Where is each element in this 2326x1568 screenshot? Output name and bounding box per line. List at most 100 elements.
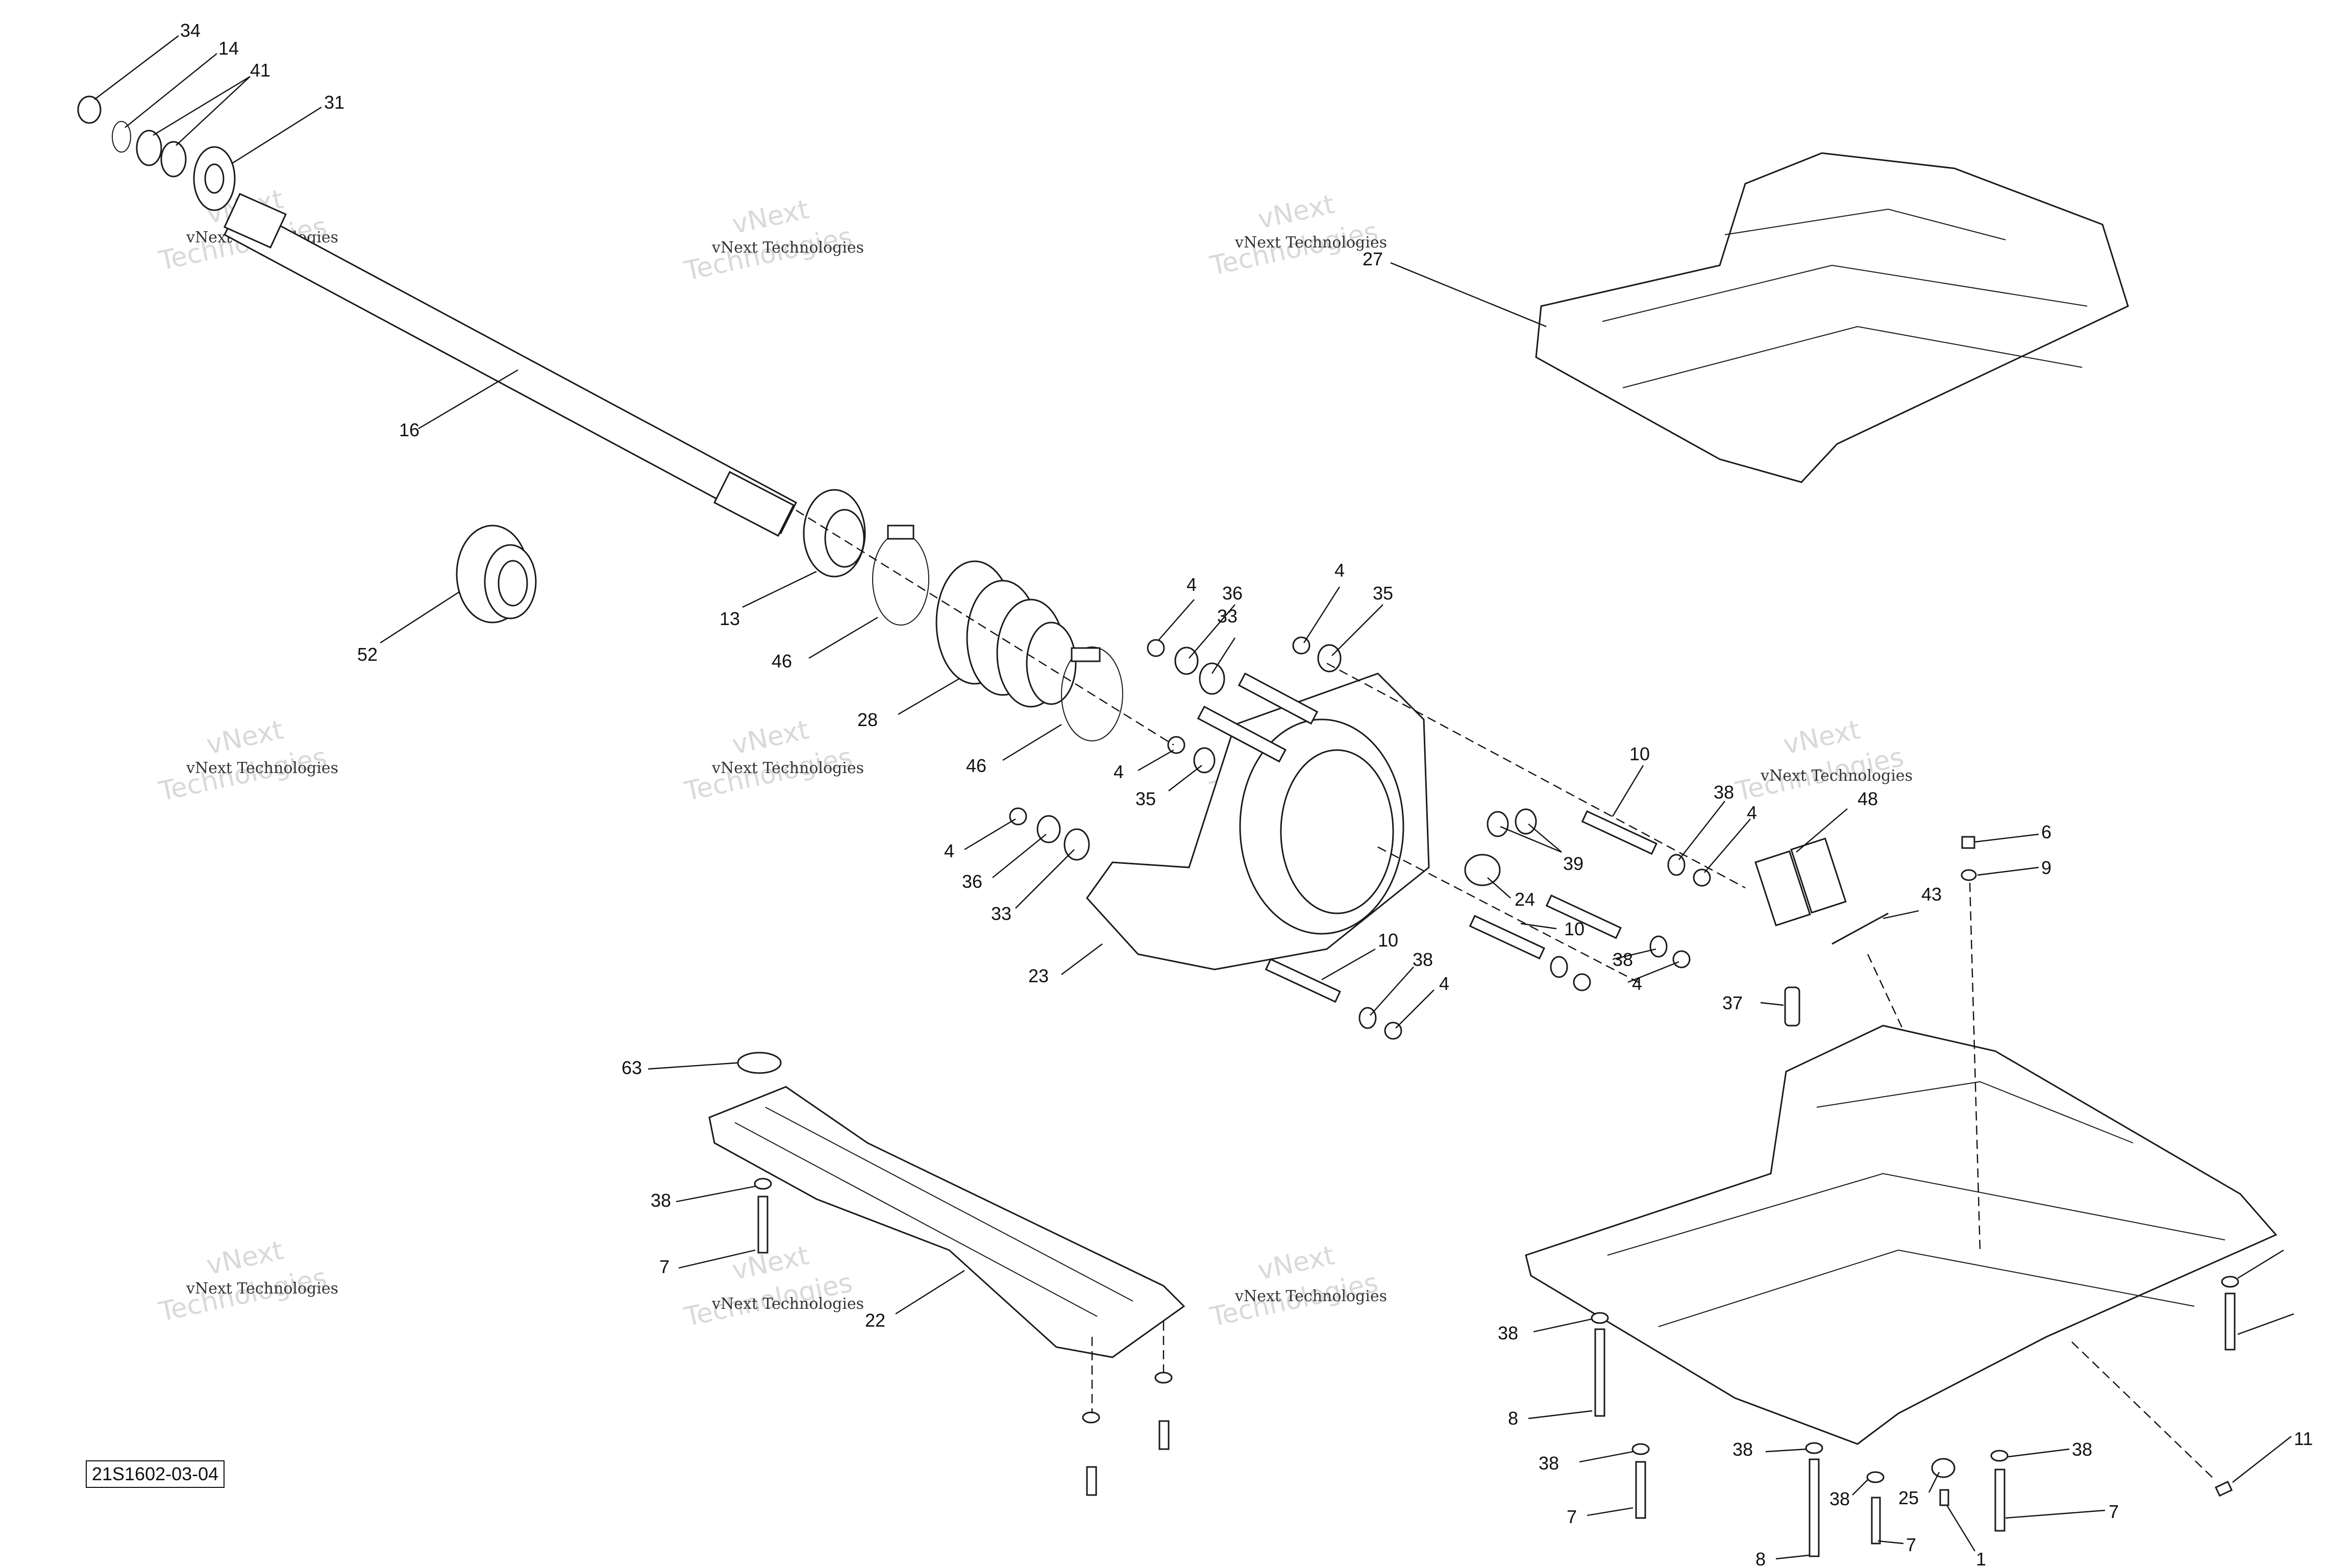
callout-label: 38 <box>2072 1439 2092 1460</box>
callout-label: 4 <box>1113 761 1124 782</box>
plate-24 <box>1464 854 1501 886</box>
leader-line <box>1928 1472 1940 1493</box>
callout-label: 41 <box>250 60 270 81</box>
leader-line <box>898 678 960 715</box>
callout-label: 38 <box>1714 782 1734 803</box>
plate-rib <box>1816 1081 2134 1143</box>
callout-label: 38 <box>651 1190 671 1211</box>
clamp-46a <box>872 533 929 626</box>
leader-line <box>94 35 179 100</box>
watermark: vNext Technologies <box>1207 189 1380 282</box>
callout-label: 38 <box>1413 949 1433 970</box>
washer-38 <box>1358 1007 1377 1029</box>
leader-line <box>1189 604 1235 659</box>
washer-38 <box>1649 935 1668 958</box>
washer <box>1154 1372 1173 1384</box>
cap-63 <box>737 1052 782 1074</box>
leader-line <box>1158 599 1195 641</box>
washer-38 <box>2221 1276 2239 1288</box>
callout-label: 48 <box>1858 788 1878 809</box>
callout-label: 27 <box>1363 248 1383 269</box>
callout-label: 25 <box>1898 1487 1919 1508</box>
bumper-25 <box>1931 1458 1956 1478</box>
boot-and-clamps <box>803 489 1123 741</box>
bolt-8 <box>1594 1328 1605 1417</box>
callout-label: 23 <box>1028 965 1049 986</box>
seal-31-inner <box>204 163 225 194</box>
watermark: vNext Technologies <box>1733 714 1906 807</box>
drive-shaft-assembly <box>77 95 797 537</box>
callout-label: 33 <box>991 903 1011 924</box>
bolt-7 <box>757 1196 769 1254</box>
callout-label: 31 <box>324 92 344 113</box>
callout-label: 7 <box>659 1256 670 1277</box>
leader-line <box>1303 586 1341 643</box>
nut <box>1009 807 1027 826</box>
leader-line <box>992 834 1047 878</box>
support-ring-bore <box>1280 749 1394 914</box>
watermark-text: vNext Technologies <box>186 1280 338 1298</box>
leader-line <box>1946 1505 1976 1552</box>
boot-28-mouth <box>1026 621 1077 705</box>
bolt-10 <box>1469 915 1545 960</box>
leader-line <box>1760 1002 1784 1006</box>
bolt-7 <box>2224 1292 2236 1351</box>
leader-line <box>808 616 878 659</box>
washer-38 <box>1990 1450 2009 1462</box>
leader-line <box>648 1062 738 1070</box>
leader-lines <box>94 35 2294 1560</box>
callout-label: 35 <box>1373 583 1393 604</box>
stud <box>1238 672 1319 725</box>
leader-line <box>1002 724 1062 761</box>
callout-layer: 34 14 41 31 16 52 13 46 28 46 4 36 33 4 … <box>180 20 2313 1568</box>
callout-label: 4 <box>1334 560 1345 581</box>
bolt <box>1158 1420 1170 1450</box>
callout-label: 4 <box>1747 802 1757 823</box>
bolt-10 <box>1265 958 1341 1003</box>
leader-line <box>1974 833 2039 843</box>
washer <box>1193 747 1216 774</box>
assembly-line <box>1326 662 1746 889</box>
leader-line <box>1678 801 1725 860</box>
washer-39 <box>1487 811 1509 837</box>
drawing-reference-label: 21S1602-03-04 <box>86 1460 225 1488</box>
callout-label: 7 <box>1567 1506 1577 1527</box>
callout-label: 24 <box>1515 889 1535 910</box>
clamp-46b <box>1061 646 1123 741</box>
leader-line <box>1487 877 1511 899</box>
washer <box>1063 828 1090 861</box>
callout-label: 10 <box>1378 930 1398 951</box>
callout-label: 10 <box>1564 918 1585 939</box>
callout-label: 28 <box>857 709 878 730</box>
watermark-text: vNext Technologies <box>1760 767 1913 785</box>
leader-line <box>1390 262 1547 328</box>
plate-rib <box>1658 1249 2195 1327</box>
watermark: vNext Technologies <box>681 194 855 287</box>
callout-label: 8 <box>1508 1408 1518 1429</box>
bearing-bore <box>498 560 528 607</box>
callout-label: 9 <box>2041 857 2051 878</box>
leader-line <box>153 76 251 136</box>
parts-layer <box>77 35 2294 1560</box>
bolt-10 <box>1545 894 1622 939</box>
callout-label: 34 <box>180 20 201 41</box>
leader-line <box>1612 765 1644 817</box>
leader-line <box>2237 1313 2294 1335</box>
support-hardware <box>1009 636 1711 1040</box>
rail-rib <box>734 1122 1098 1317</box>
leader-line <box>1704 818 1751 873</box>
leader-line <box>1775 1554 1810 1560</box>
screw-1 <box>1939 1489 1949 1506</box>
stud <box>1197 705 1286 763</box>
ring-14 <box>112 121 131 153</box>
leader-line <box>176 76 251 146</box>
plate-body <box>1525 1025 2278 1445</box>
skid-plate-lower <box>1525 1025 2278 1445</box>
callout-label: 14 <box>218 38 239 59</box>
leader-line <box>1370 966 1414 1016</box>
bolt-8 <box>1809 1458 1820 1557</box>
washer-38 <box>1667 854 1686 876</box>
bumpers-48 <box>1754 837 1847 927</box>
callout-label: 4 <box>1186 574 1197 595</box>
leader-line <box>2005 1509 2106 1519</box>
